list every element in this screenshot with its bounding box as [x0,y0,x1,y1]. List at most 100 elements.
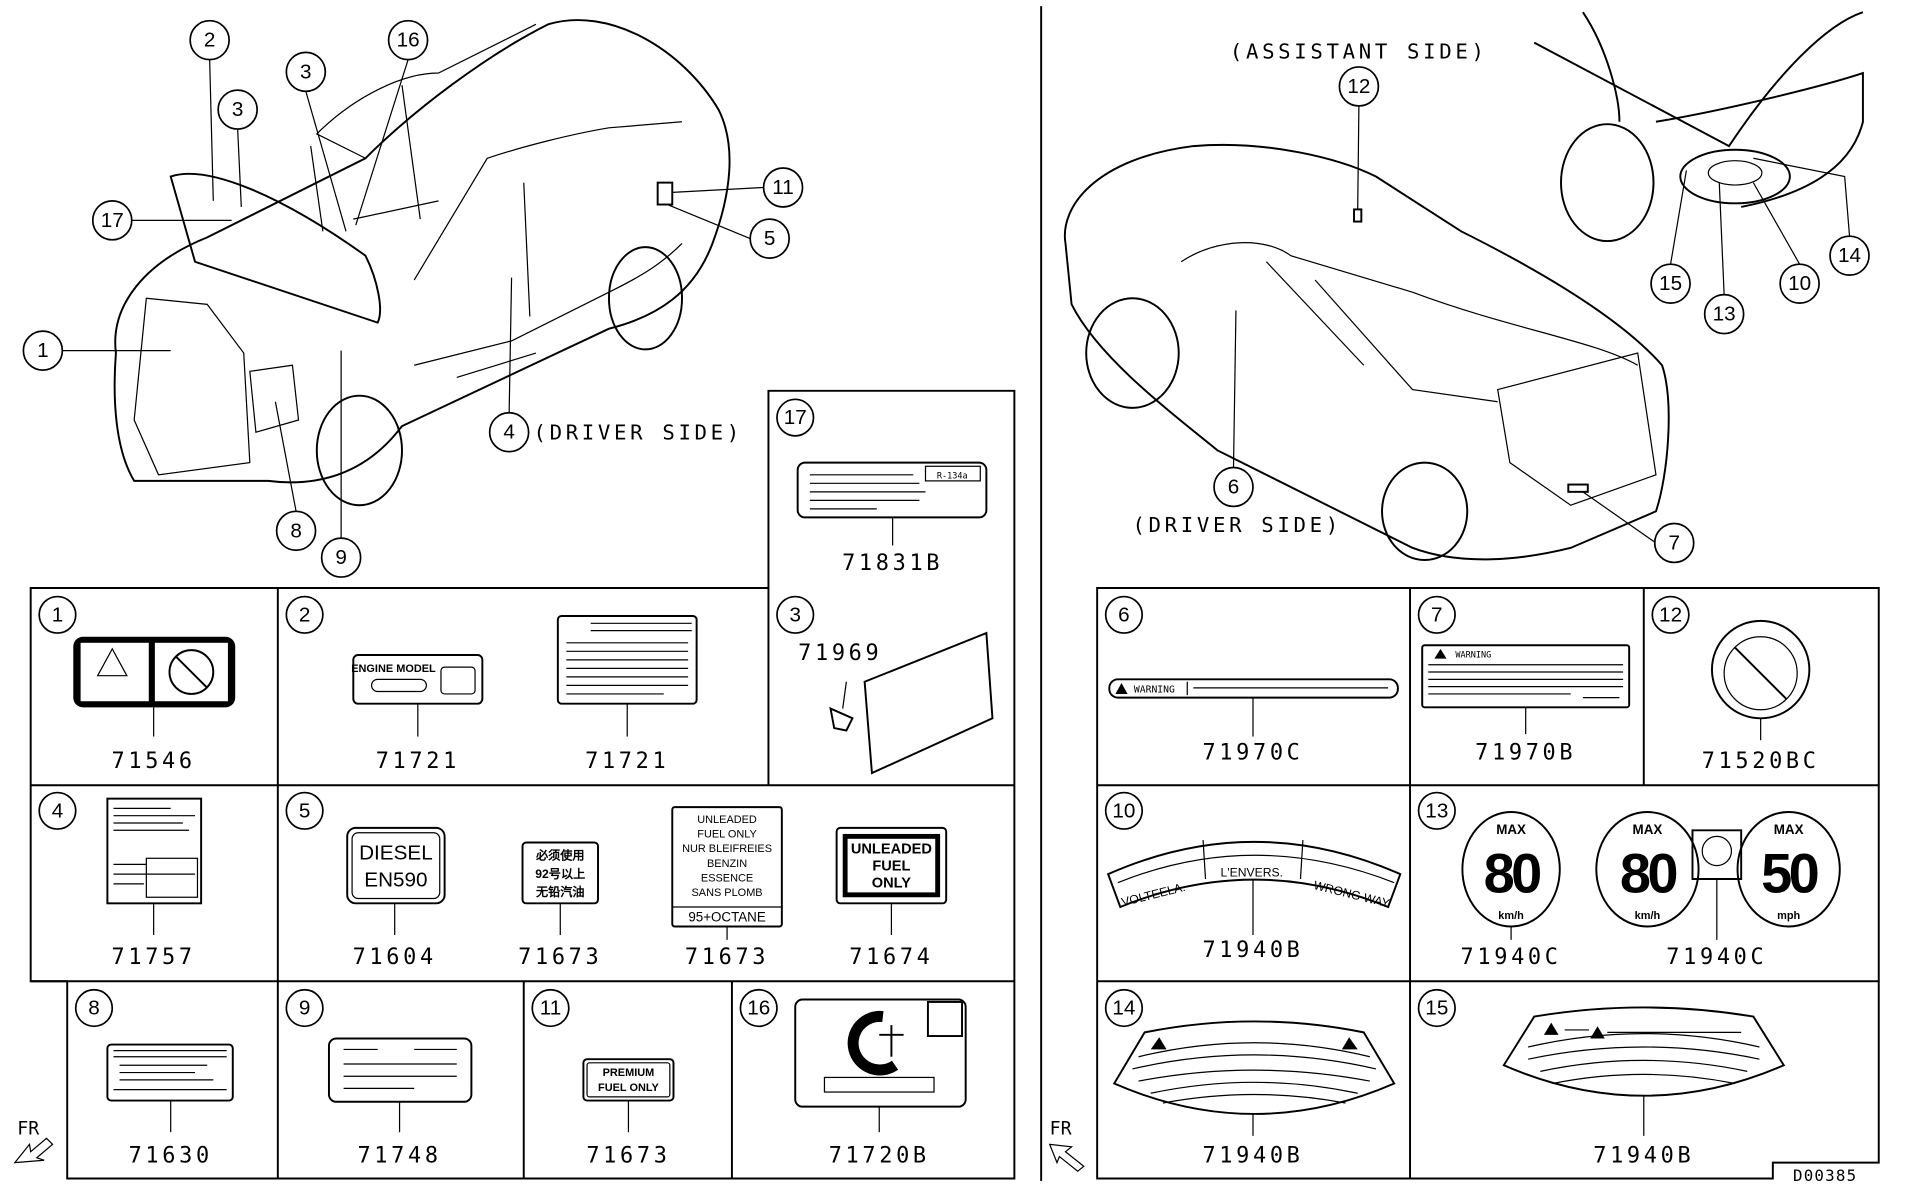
callout-2: 2 [189,19,230,61]
part-number: 71940C [1666,945,1767,970]
callout-8: 8 [275,510,317,552]
driver-side-note-right: (DRIVER SIDE) [1132,513,1341,537]
callout-number: 14 [1838,244,1861,267]
panel-7: 7 WARNING 71970B [1417,595,1631,766]
callout-17: 17 [91,200,133,241]
label-text: DIESEL [359,842,433,865]
callout-14: 14 [1829,235,1870,276]
callout-number: 3 [789,603,801,626]
callout-6: 6 [1213,466,1254,508]
left-parts-grid [29,389,1016,1180]
warning-triangle-icon [96,647,128,677]
label-text: NUR BLEIFREIES [682,843,772,855]
label-text: UNLEADED [851,841,932,857]
callout-5: 5 [749,218,790,259]
callout-number: 8 [290,519,302,542]
airbag-icon [1701,835,1733,867]
label-text: 80 [1620,841,1676,904]
callout-7: 7 [1653,522,1695,564]
callout-number: 16 [397,29,420,52]
label-text: FUEL ONLY [598,1082,659,1094]
callout-number: 11 [540,997,561,1020]
left-car-callouts: 1 2 3 3 16 17 11 5 8 9 4 (DRIVER SIDE) [22,19,804,578]
no-child-icon [168,649,215,695]
panel-17: 17 R-134a 71831B [776,398,988,576]
callout-number: 4 [52,799,64,822]
callout-number: 4 [503,421,515,444]
callout-number: 5 [764,227,776,250]
right-vehicle-illustration [1063,11,1864,561]
label-text: EN590 [364,868,427,891]
label-text: UNLEADED [697,814,757,826]
panel-12: 12 71520BC [1651,595,1820,774]
panel-1: 1 71546 [38,595,236,774]
callout-number: 2 [204,29,216,52]
part-number: 71940B [1202,1144,1303,1169]
part-number: 71748 [357,1144,441,1169]
label-text: mph [1777,910,1800,922]
callout-number: 12 [1659,603,1682,626]
panel-4: 4 71757 [38,791,203,970]
callout-number: 17 [101,209,124,232]
driver-side-note: (DRIVER SIDE) [533,420,742,444]
label-text: L'ENVERS. [1221,866,1283,880]
callout-number: 15 [1425,997,1448,1020]
panel-3: 3 71969 [776,595,994,775]
part-number: 71970B [1475,741,1576,766]
part-number: 71520BC [1702,749,1820,774]
label-text: 50 [1761,841,1817,904]
callout-3b: 3 [285,51,327,93]
callout-3: 3 [217,89,258,130]
callout-number: 1 [37,339,49,362]
callout-number: 15 [1659,272,1682,295]
callout-10: 10 [1779,263,1820,304]
part-number: 71757 [112,945,196,970]
label-text: FR [17,1119,39,1140]
label-text: FUEL [872,858,910,874]
label-text: ONLY [872,876,911,892]
part-number: 71720B [829,1144,930,1169]
part-number: 71831B [842,551,943,576]
label-text: km/h [1635,910,1661,922]
panel-5: 5 DIESEL EN590 71604 必须使用 92号以上 无铅汽油 716… [285,791,948,970]
panel-9: 9 71748 [285,988,473,1169]
label-text: MAX [1633,822,1663,837]
panel-13: 13 MAX 80 km/h 71940C MAX 80 km/h MAX 50… [1417,791,1841,970]
label-text: 92号以上 [535,866,585,881]
callout-number: 7 [1431,603,1443,626]
part-number: 71721 [376,749,460,774]
callout-4: 4 [488,411,530,453]
label-text: ESSENCE [701,872,753,884]
callout-number: 11 [772,176,793,199]
callout-number: 14 [1112,997,1135,1020]
label-text: PREMIUM [603,1067,655,1079]
callout-1: 1 [22,330,64,371]
part-number: 71673 [685,945,769,970]
panel-11: 11 PREMIUM FUEL ONLY 71673 [531,988,675,1169]
callout-number: 12 [1347,75,1370,98]
label-text: ENGINE MODEL [351,663,436,675]
callout-number: 13 [1425,799,1448,822]
callout-13: 13 [1703,293,1745,335]
part-number: 71546 [112,749,196,774]
part-number: 71673 [586,1144,670,1169]
callout-number: 16 [747,997,770,1020]
part-number: 71604 [353,945,437,970]
panel-2: 2 ENGINE MODEL 71721 71721 [285,595,698,774]
drawing-id: D00385 [1793,1166,1857,1185]
label-text: 无铅汽油 [535,884,585,899]
left-vehicle-illustration [62,19,764,539]
label-text: MAX [1496,822,1526,837]
no-child-seat-icon [1734,646,1787,700]
part-number: 71940B [1202,938,1303,963]
callout-number: 5 [299,799,311,822]
panel-6: 6 WARNING 71970C [1104,595,1399,766]
callout-16: 16 [387,19,429,61]
part-number: 71969 [798,641,882,666]
label-text: 必须使用 [535,848,585,863]
label-text: FR [1050,1119,1072,1140]
label-text: R-134a [937,471,968,481]
right-parts-grid [1096,587,1880,1180]
part-number: 71721 [585,749,669,774]
